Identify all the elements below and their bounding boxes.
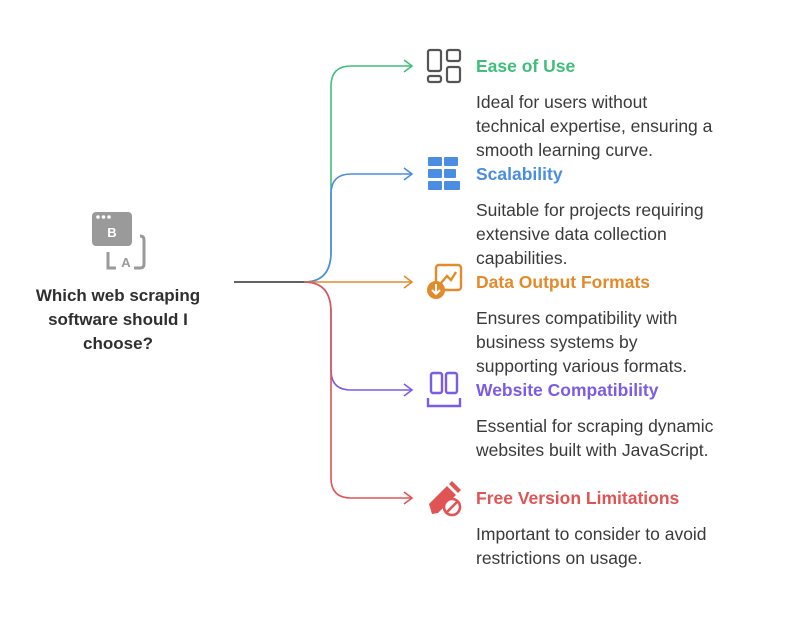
arrowhead-data-output-formats	[403, 275, 414, 289]
root-question: Which web scraping software should I cho…	[35, 286, 201, 353]
arrowhead-website-compatibility	[403, 383, 414, 397]
branch-description-free-version-limitations: Important to consider to avoid restricti…	[476, 524, 707, 568]
connector-website-compatibility	[303, 281, 411, 391]
branch-description-data-output-formats: Ensures compatibility with business syst…	[476, 308, 688, 376]
responsive-devices-icon	[426, 371, 462, 408]
branch-title-scalability: Scalability	[476, 164, 563, 184]
pencil-blocked-icon	[429, 481, 462, 517]
connector-scalability	[303, 173, 411, 283]
connector-free-version-limitations	[303, 281, 411, 499]
chart-download-icon	[427, 263, 463, 299]
branch-description-website-compatibility: Essential for scraping dynamic websites …	[476, 416, 714, 460]
arrowhead-ease-of-use	[403, 59, 414, 73]
svg-text:B: B	[107, 225, 116, 240]
branch-description-ease-of-use: Ideal for users without technical expert…	[476, 92, 713, 160]
branch-title-data-output-formats: Data Output Formats	[476, 272, 651, 292]
branch-title-ease-of-use: Ease of Use	[476, 56, 576, 76]
arrowhead-free-version-limitations	[403, 491, 414, 505]
browser-ab-test-icon: B A	[92, 212, 146, 270]
svg-text:A: A	[121, 255, 131, 270]
branch-title-free-version-limitations: Free Version Limitations	[476, 488, 680, 508]
arrowhead-scalability	[403, 167, 414, 181]
branch-description-scalability: Suitable for projects requiring extensiv…	[476, 200, 704, 268]
layout-grid-icon	[426, 48, 462, 84]
branch-title-website-compatibility: Website Compatibility	[476, 380, 659, 400]
stacked-bars-icon	[428, 157, 460, 190]
